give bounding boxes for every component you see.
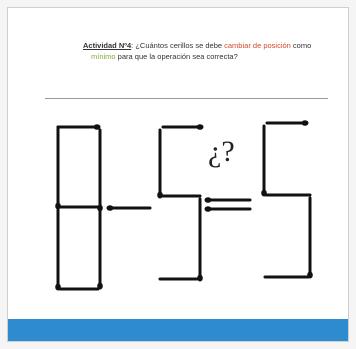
- slide: Actividad Nº4: ¿Cuántos cerillos se debe…: [7, 7, 349, 342]
- equals-sign: [204, 197, 252, 212]
- divider-line: [45, 98, 328, 99]
- digit-eight: [55, 124, 103, 291]
- match-head: [204, 206, 212, 212]
- activity-title: Actividad Nº4: ¿Cuántos cerillos se debe…: [83, 40, 323, 62]
- minus-sign: [106, 205, 152, 211]
- digit-five-left: [157, 124, 204, 282]
- match-head: [204, 197, 212, 203]
- match-head: [301, 120, 309, 126]
- match-head: [196, 124, 204, 130]
- title-highlight-green: mínimo: [91, 52, 116, 61]
- title-text-after: como: [290, 41, 312, 50]
- bottom-bar: [8, 319, 348, 341]
- match-head: [106, 205, 114, 211]
- activity-label: Actividad Nº4: [83, 41, 132, 50]
- title-text-end: para que la operación sea correcta?: [115, 52, 238, 61]
- question-mark: ¿?: [208, 135, 235, 168]
- title-highlight-red: cambiar de posición: [224, 41, 291, 50]
- title-text-before: : ¿Cuántos cerillos se debe: [131, 41, 225, 50]
- match-head: [197, 274, 203, 282]
- match-head: [93, 124, 101, 130]
- digit-five-right: [261, 120, 313, 279]
- title-line-2: mínimo para que la operación sea correct…: [83, 51, 323, 62]
